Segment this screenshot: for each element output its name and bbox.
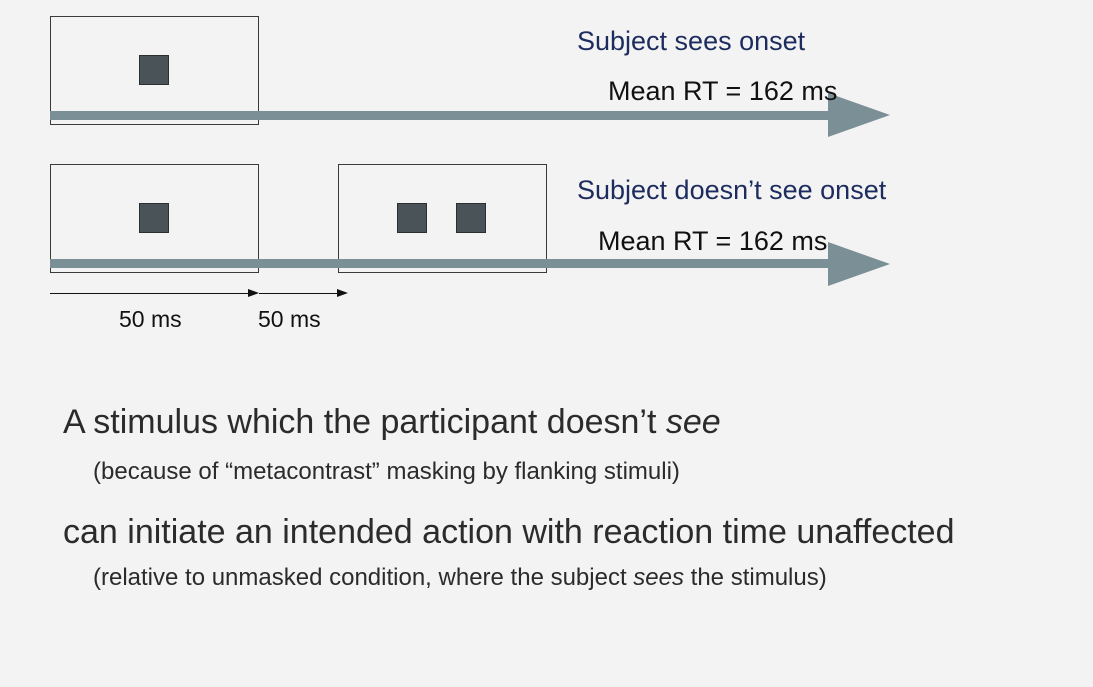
- statement-line4-suffix: the stimulus): [684, 564, 827, 591]
- statement-line4-text: (relative to unmasked condition, where t…: [93, 564, 634, 591]
- timeline-segment-1: [50, 293, 250, 294]
- stimulus-frame-row1: [50, 16, 259, 125]
- timeline-arrowhead-2: [337, 289, 348, 297]
- row1-caption: Subject sees onset: [577, 26, 806, 56]
- time-arrow-shaft-row1: [50, 111, 830, 120]
- time-arrow-head-row2: [828, 242, 890, 286]
- statement-line4-emphasis: sees: [633, 564, 684, 591]
- mask-frame-row2: [338, 164, 547, 273]
- statement-line3: can initiate an intended action with rea…: [63, 513, 955, 551]
- row1-mean-rt: Mean RT = 162 ms: [608, 76, 838, 106]
- timeline-arrowhead-1: [248, 289, 259, 297]
- flanker-square-right: [456, 203, 486, 233]
- stimulus-frame-row2: [50, 164, 259, 273]
- timeline-label-2: 50 ms: [258, 306, 321, 332]
- row2-mean-rt: Mean RT = 162 ms: [598, 226, 828, 256]
- timeline-segment-2: [259, 293, 339, 294]
- target-square-row1: [139, 55, 169, 85]
- statement-line1-emphasis: see: [665, 403, 721, 441]
- statement-line2: (because of “metacontrast” masking by fl…: [93, 458, 680, 485]
- target-square-row2: [139, 203, 169, 233]
- time-arrow-shaft-row2: [50, 259, 830, 268]
- timeline-label-1: 50 ms: [119, 306, 182, 332]
- flanker-square-left: [397, 203, 427, 233]
- statement-line1-text: A stimulus which the participant doesn’t: [63, 403, 666, 441]
- statement-line1: A stimulus which the participant doesn’t…: [63, 403, 721, 442]
- row2-caption: Subject doesn’t see onset: [577, 175, 887, 205]
- statement-line4: (relative to unmasked condition, where t…: [93, 564, 827, 592]
- time-arrow-head-row1: [828, 93, 890, 137]
